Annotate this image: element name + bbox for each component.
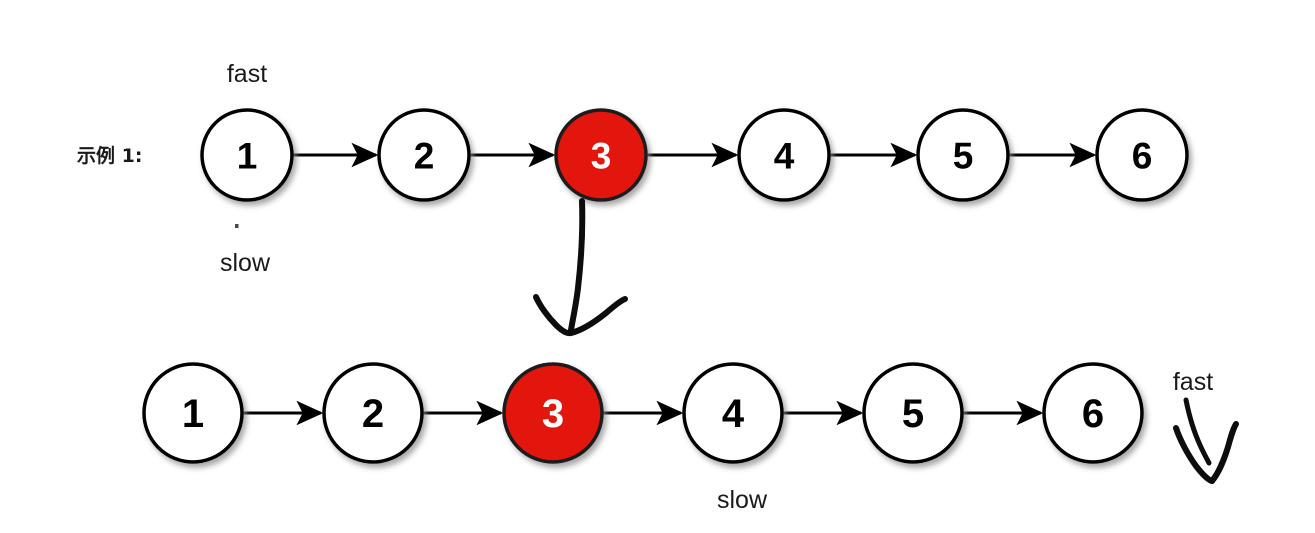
list-node-2[interactable]: 2: [377, 108, 471, 202]
node-value-label: 6: [1082, 392, 1104, 436]
list-node-4[interactable]: 4: [682, 362, 784, 464]
list-node-1[interactable]: 1: [142, 362, 244, 464]
list-node-5[interactable]: 5: [916, 108, 1010, 202]
node-circle: [377, 108, 471, 202]
list-node-6[interactable]: 6: [1095, 108, 1189, 202]
list-node-5[interactable]: 5: [862, 362, 964, 464]
node-value-label: 1: [182, 392, 204, 436]
fast-pointer-arrow: [1173, 397, 1239, 484]
node-value-label: 1: [237, 136, 258, 177]
row-top-nodes: 1 2 3 4 5 6: [200, 108, 1189, 202]
node-value-label: 2: [362, 392, 384, 436]
node-value-label: 3: [542, 392, 564, 436]
list-node-3[interactable]: 3: [554, 108, 648, 202]
node-circle: [916, 108, 1010, 202]
row-top-pointers: fast slow: [220, 60, 271, 277]
pointer-label-fast: fast: [1173, 368, 1213, 396]
linked-list-row-top: 1 2 3 4 5 6 fast slow: [200, 60, 1189, 277]
node-circle-highlighted: [502, 362, 604, 464]
node-value-label: 2: [414, 136, 435, 177]
node-circle: [322, 362, 424, 464]
list-node-1[interactable]: 1: [200, 108, 294, 202]
node-circle: [682, 362, 784, 464]
pointer-label-slow: slow: [717, 486, 768, 514]
row-bottom-pointers: slow fast: [717, 368, 1213, 514]
node-circle: [200, 108, 294, 202]
node-value-label: 3: [591, 136, 612, 177]
row-bottom-nodes: 1 2 3 4 5 6: [142, 362, 1144, 464]
node-value-label: 4: [722, 392, 745, 436]
example-label: 示例 1:: [77, 144, 142, 167]
list-node-4[interactable]: 4: [737, 108, 831, 202]
node-value-label: 5: [953, 136, 974, 177]
node-value-label: 4: [774, 136, 795, 177]
pointer-label-slow: slow: [220, 249, 271, 277]
transition-down-arrow: [533, 198, 628, 337]
list-node-3[interactable]: 3: [502, 362, 604, 464]
linked-list-row-bottom: 1 2 3 4 5 6 slow fast: [142, 362, 1213, 514]
list-node-6[interactable]: 6: [1042, 362, 1144, 464]
node-circle: [142, 362, 244, 464]
pointer-label-fast: fast: [227, 60, 267, 88]
node-value-label: 6: [1132, 136, 1153, 177]
node-circle: [1042, 362, 1144, 464]
node-value-label: 5: [902, 392, 924, 436]
slow-pointer-tick-icon: [235, 224, 239, 228]
list-node-2[interactable]: 2: [322, 362, 424, 464]
node-circle: [862, 362, 964, 464]
node-circle: [1095, 108, 1189, 202]
node-circle-highlighted: [554, 108, 648, 202]
node-circle: [737, 108, 831, 202]
